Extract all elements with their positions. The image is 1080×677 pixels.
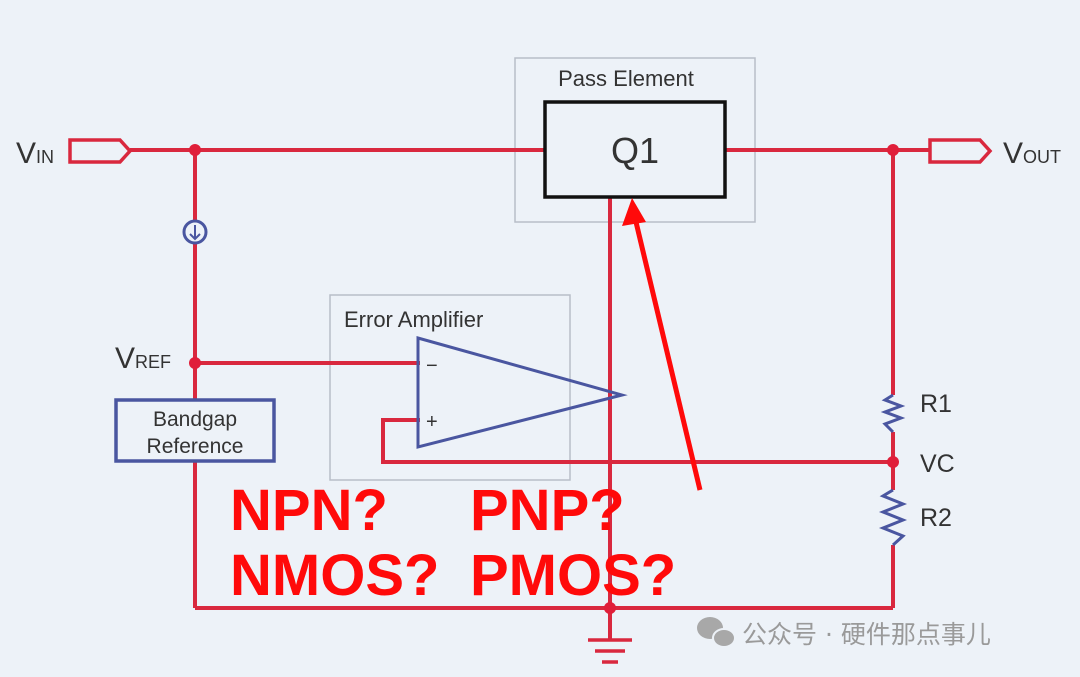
r1-label: R1: [920, 390, 952, 418]
annotation-nmos: NMOS?: [230, 543, 439, 608]
opamp-minus-label: −: [426, 355, 438, 377]
node-vc: [887, 456, 899, 468]
node-ground: [604, 602, 616, 614]
wechat-icon: [697, 617, 736, 648]
node-vref: [189, 357, 201, 369]
r2-label: R2: [920, 504, 952, 532]
junction-nodes: [189, 144, 899, 614]
node-vin: [189, 144, 201, 156]
wire-feedback: [381, 418, 893, 464]
bandgap-reference-box: [114, 398, 276, 463]
vout-connector: [928, 138, 993, 164]
q1-transistor-box: [543, 100, 727, 199]
resistor-r2-icon: [878, 488, 908, 547]
pass-element-label: Pass Element: [558, 66, 694, 91]
current-source-icon: [182, 219, 208, 245]
resistor-r1-icon: [880, 393, 906, 434]
node-vout: [887, 144, 899, 156]
watermark-text: 公众号 · 硬件那点事儿: [742, 620, 991, 649]
annotation-npn: NPN?: [230, 478, 388, 543]
error-amplifier-box: [329, 294, 571, 481]
ground-icon: [588, 638, 632, 664]
vin-connector: [68, 138, 133, 164]
opamp-plus-label: +: [426, 411, 438, 433]
opamp-icon: [416, 336, 628, 449]
bandgap-label-line1: Bandgap: [153, 408, 237, 431]
annotation-arrow: [622, 198, 703, 491]
vref-label: VREF: [115, 342, 171, 375]
vout-label: VOUT: [1003, 137, 1061, 170]
annotation-pnp: PNP?: [470, 478, 625, 543]
error-amplifier-label: Error Amplifier: [344, 307, 483, 332]
vc-label: VC: [920, 450, 955, 478]
vin-label: VIN: [16, 137, 54, 170]
q1-label: Q1: [611, 130, 659, 171]
annotation-pmos: PMOS?: [470, 543, 676, 608]
bandgap-label-line2: Reference: [147, 435, 244, 458]
